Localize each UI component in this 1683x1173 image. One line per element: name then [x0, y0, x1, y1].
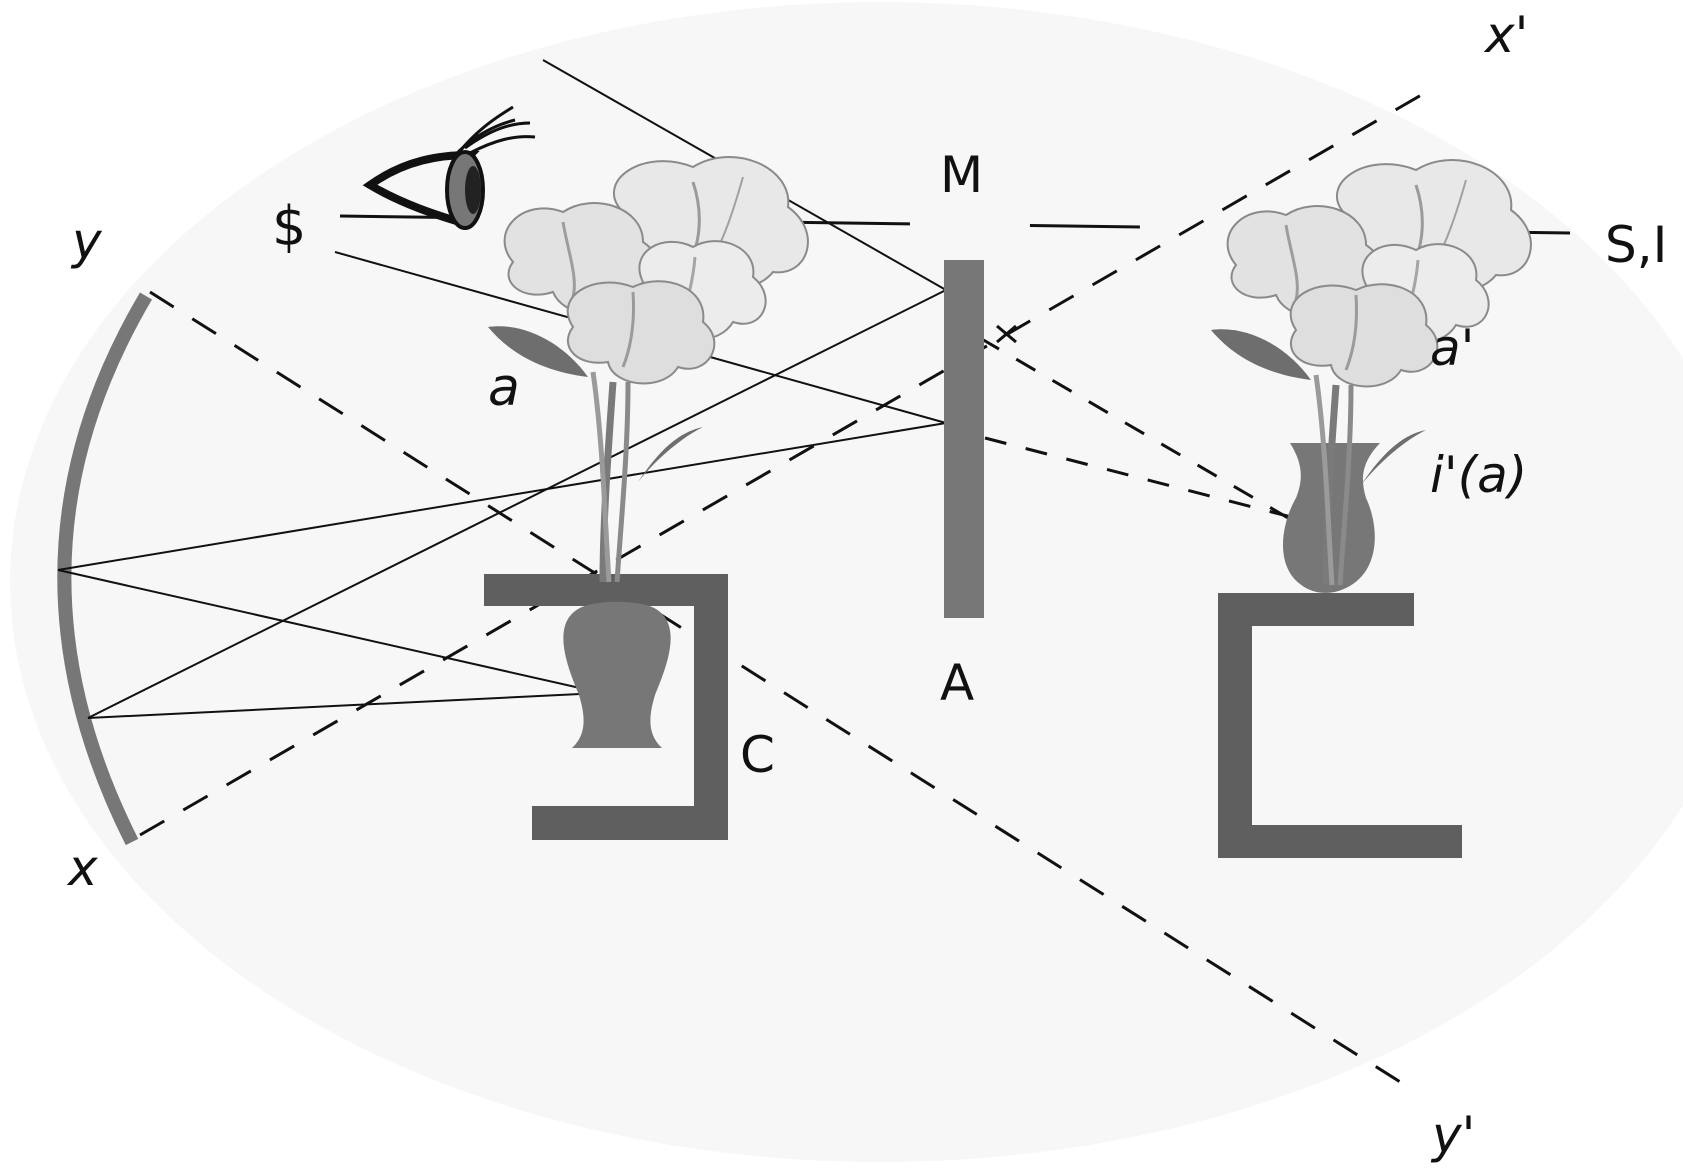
label-a-prime: a' [1430, 319, 1474, 377]
virtual-ray-2 [984, 436, 1296, 520]
label-y-prime: y' [1430, 1106, 1475, 1164]
label-c: C [740, 726, 775, 784]
plane-mirror [944, 260, 984, 618]
label-y: y [70, 212, 103, 270]
label-i-prime-a: i'(a) [1430, 446, 1527, 504]
box-c [484, 574, 728, 840]
label-a-mirror: A [940, 654, 974, 712]
real-vase [563, 601, 671, 748]
image-vase [1283, 443, 1380, 593]
eye-icon [362, 105, 536, 230]
label-m: M [940, 146, 983, 204]
cross-mark [996, 324, 1017, 344]
label-x: x [66, 839, 98, 897]
label-a: a [488, 358, 520, 418]
image-box [1218, 593, 1462, 858]
virtual-ray-1 [979, 336, 1296, 524]
label-s-barred: $ [272, 195, 306, 258]
label-x-prime: x' [1483, 6, 1528, 64]
concave-mirror [57, 292, 153, 846]
label-s-i: S,I [1605, 216, 1667, 274]
